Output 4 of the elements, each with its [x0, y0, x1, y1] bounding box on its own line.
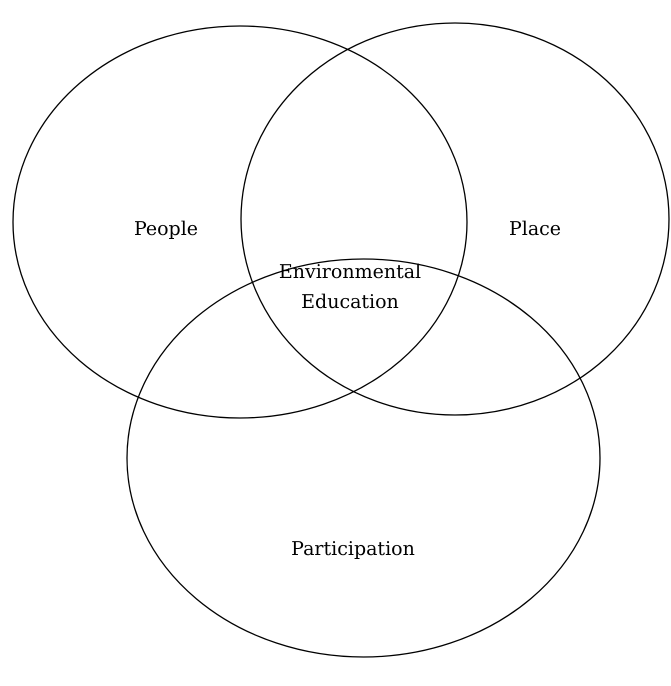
set-label: People [134, 218, 198, 240]
intersection-label: Environmental Education [278, 260, 422, 315]
set-label: Place [508, 218, 562, 240]
set-label: Participation [291, 538, 415, 560]
